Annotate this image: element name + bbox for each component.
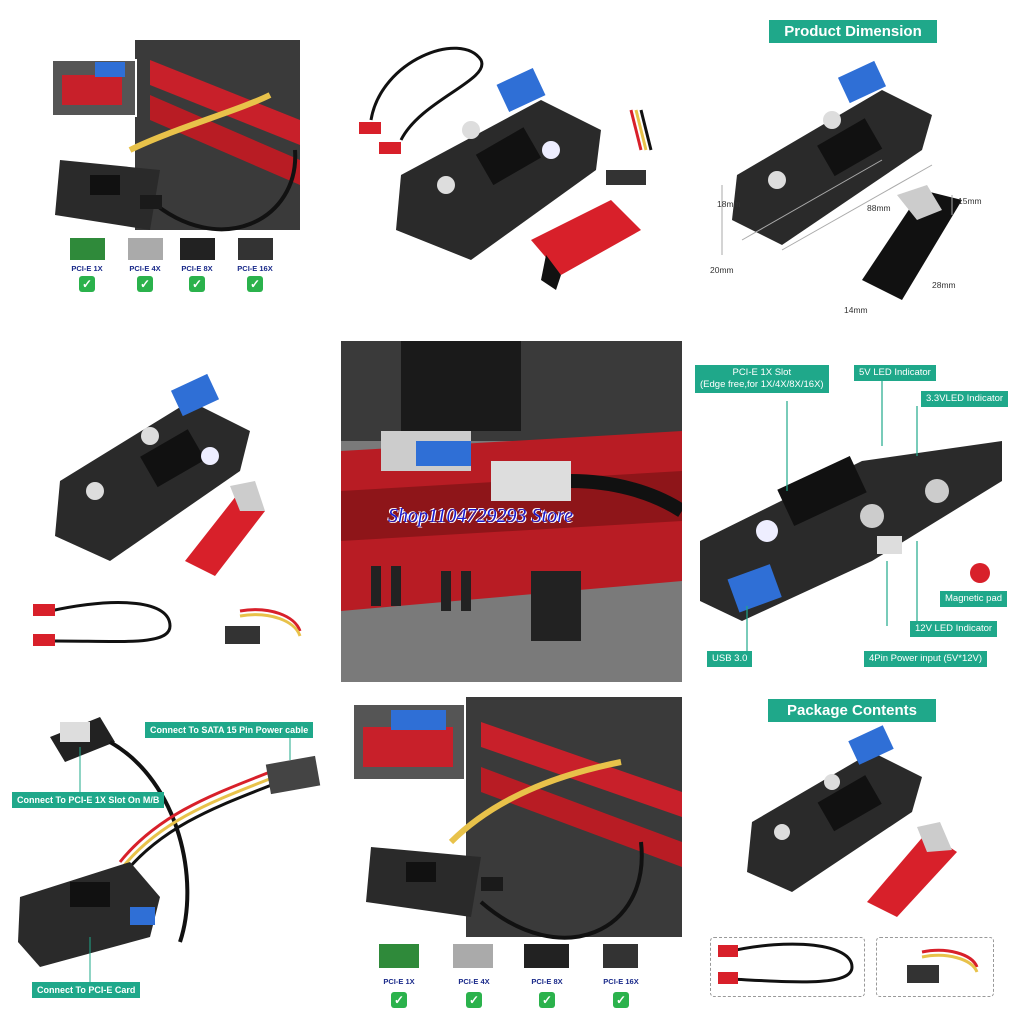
card-label-1x: PCI-E 1X	[71, 264, 103, 273]
panel-compatibility-photo: PCI-E 1X PCI-E 4X PCI-E 8X PCI-E 16X ✓ ✓…	[0, 0, 341, 341]
card-label-16x: PCI-E 16X	[237, 264, 273, 273]
magnetic-pad-label: Magnetic pad	[940, 591, 1008, 607]
check-icon: ✓	[247, 276, 263, 292]
card-label-8x: PCI-E 8X	[181, 264, 213, 273]
usb-label: USB 3.0	[707, 651, 753, 667]
card-label-1x: PCI-E 1X	[383, 977, 415, 986]
riser-on-motherboard-illustration	[51, 40, 300, 232]
led-33v-label: 3.3VLED Indicator	[921, 391, 1009, 407]
feature-board-diagram	[700, 381, 1002, 651]
panel-connection-guide: Connect To SATA 15 Pin Power cable Conne…	[0, 682, 341, 1023]
slot-label-box: PCI-E 1X Slot (Edge free,for 1X/4X/8X/16…	[695, 365, 829, 393]
dim-label: 15mm	[958, 196, 982, 206]
power-input-label: 4Pin Power input (5V*12V)	[864, 651, 988, 667]
check-icon: ✓	[613, 992, 629, 1008]
panel-package-contents: Package Contents	[682, 682, 1023, 1023]
card-label-4x: PCI-E 4X	[458, 977, 490, 986]
check-icon: ✓	[189, 276, 205, 292]
panel-product-with-cables	[341, 0, 682, 341]
led-12v-label: 12V LED Indicator	[910, 621, 998, 637]
card-icon-4x	[453, 944, 493, 968]
slot-sublabel: (Edge free,for 1X/4X/8X/16X)	[700, 379, 824, 390]
panel-installed-closeup: Shop1104729293 Store	[341, 341, 682, 682]
card-icon-16x	[603, 944, 638, 968]
slot-connect-label: Connect To PCI-E 1X Slot On M/B	[12, 792, 165, 808]
panel-product-dimension: Product Dimension 18mm 88mm 15mm 20mm 28…	[682, 0, 1023, 341]
card-icon-8x	[524, 944, 569, 968]
check-icon: ✓	[391, 992, 407, 1008]
usb-cable-box	[710, 937, 865, 997]
connection-guide-diagram	[18, 717, 321, 982]
power-cable-box	[876, 937, 994, 997]
package-contents-title: Package Contents	[768, 699, 936, 722]
dimension-diagram	[721, 60, 962, 300]
riser-on-motherboard-illustration-2	[352, 697, 682, 940]
check-icon: ✓	[137, 276, 153, 292]
check-icon: ✓	[79, 276, 95, 292]
slot-label: PCI-E 1X Slot	[732, 367, 792, 378]
card-icon-1x	[70, 238, 105, 260]
product-kit-illustration	[359, 46, 653, 290]
card-icon-1x	[379, 944, 419, 968]
card-icon-16x	[238, 238, 273, 260]
dim-label: 28mm	[932, 280, 956, 290]
card-label-8x: PCI-E 8X	[531, 977, 563, 986]
product-items-illustration	[33, 373, 302, 646]
sata-connect-label: Connect To SATA 15 Pin Power cable	[145, 722, 314, 738]
product-dimension-title: Product Dimension	[769, 20, 937, 43]
dim-label: 14mm	[844, 305, 868, 315]
card-label-4x: PCI-E 4X	[129, 264, 161, 273]
check-icon: ✓	[539, 992, 555, 1008]
panel-feature-labels: PCI-E 1X Slot (Edge free,for 1X/4X/8X/16…	[682, 341, 1023, 682]
card-label-16x: PCI-E 16X	[603, 977, 639, 986]
package-contents-illustration	[718, 725, 979, 984]
dim-label: 18mm	[717, 199, 741, 209]
check-icon: ✓	[466, 992, 482, 1008]
panel-product-items	[0, 341, 341, 682]
card-icon-8x	[180, 238, 215, 260]
store-watermark: Shop1104729293 Store	[388, 505, 573, 527]
led-5v-label: 5V LED Indicator	[854, 365, 936, 381]
dim-label: 20mm	[710, 265, 734, 275]
panel-compatibility-repeat: PCI-E 1X PCI-E 4X PCI-E 8X PCI-E 16X ✓ ✓…	[341, 682, 682, 1023]
installed-closeup-photo	[341, 341, 682, 682]
card-icon-4x	[128, 238, 163, 260]
card-connect-label: Connect To PCI-E Card	[32, 982, 141, 998]
dim-label: 88mm	[867, 203, 891, 213]
